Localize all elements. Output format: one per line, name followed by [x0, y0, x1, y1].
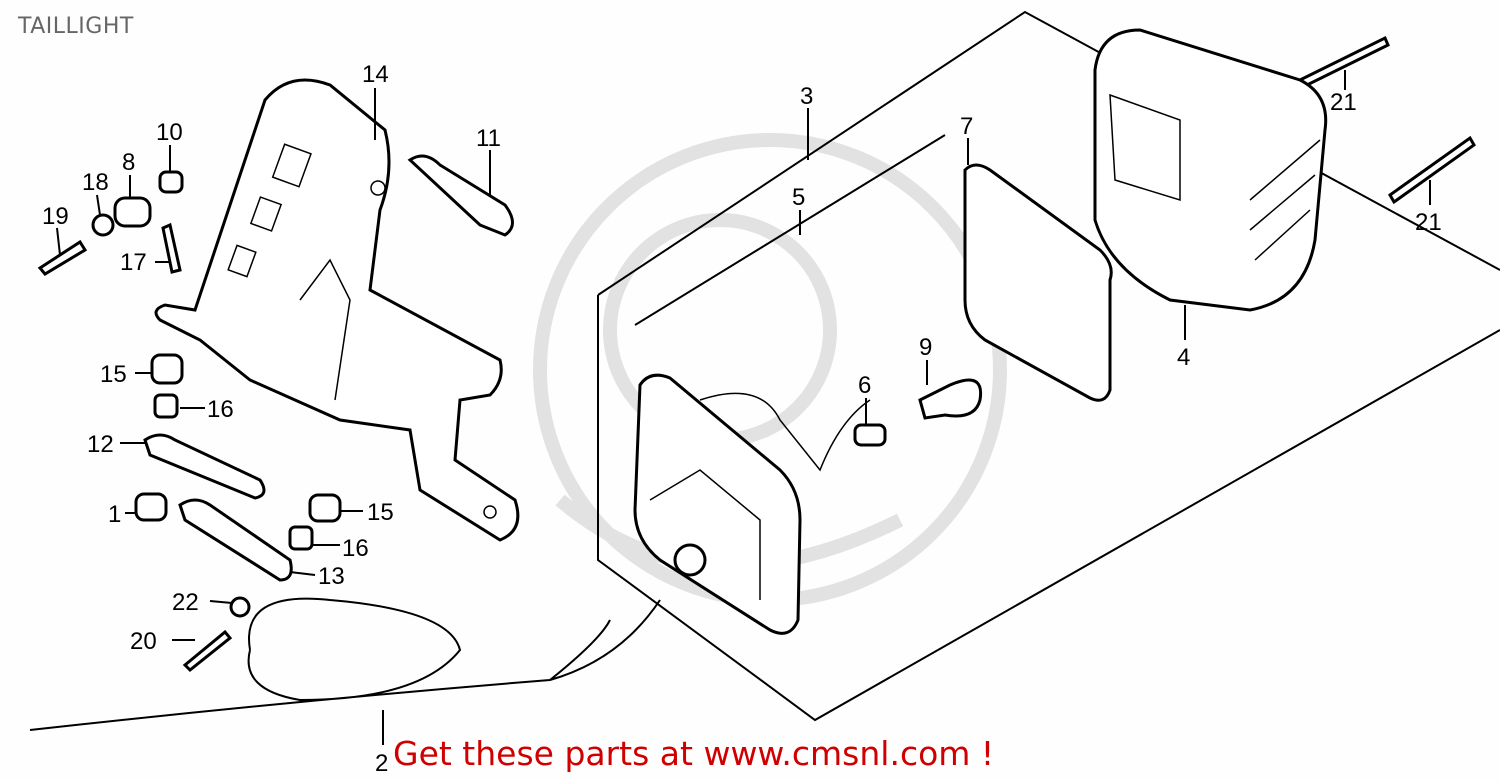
callout-7: 7 — [960, 113, 973, 140]
callout-21b: 21 — [1415, 209, 1442, 236]
callout-16b: 16 — [342, 535, 369, 562]
callout-4: 4 — [1177, 344, 1190, 371]
assembly-outline — [597, 10, 1500, 722]
leader-lines — [56, 70, 1431, 745]
callout-11: 11 — [476, 125, 501, 152]
callout-2: 2 — [375, 750, 388, 777]
bulb-part-9 — [918, 378, 983, 420]
sub-assembly-outline — [634, 134, 946, 326]
gasket-part-7 — [963, 163, 1113, 402]
callout-15a: 15 — [100, 361, 127, 388]
callout-13: 13 — [318, 563, 345, 590]
promo-link[interactable]: Get these parts at www.cmsnl.com ! — [393, 734, 995, 773]
callout-1: 1 — [108, 501, 121, 528]
wire-harness-part-2 — [29, 597, 661, 731]
lens-part-4 — [1093, 28, 1328, 312]
callout-12: 12 — [87, 431, 114, 458]
callout-22: 22 — [172, 589, 199, 616]
callout-6: 6 — [858, 372, 871, 399]
socket-part-6 — [853, 423, 887, 447]
callout-14: 14 — [362, 61, 389, 88]
callout-15b: 15 — [367, 499, 394, 526]
housing-part-5 — [633, 373, 871, 635]
callout-17: 17 — [120, 249, 147, 276]
callout-5: 5 — [792, 184, 805, 211]
callout-18: 18 — [82, 169, 109, 196]
callout-8: 8 — [122, 149, 135, 176]
callout-21a: 21 — [1330, 89, 1357, 116]
callout-10: 10 — [156, 119, 183, 146]
callout-19: 19 — [42, 203, 69, 230]
callout-3: 3 — [800, 83, 813, 110]
callout-16a: 16 — [207, 396, 234, 423]
diagram-title: TAILLIGHT — [18, 14, 134, 39]
callout-20: 20 — [130, 628, 157, 655]
bracket-part-14 — [154, 78, 520, 542]
callout-9: 9 — [919, 334, 932, 361]
